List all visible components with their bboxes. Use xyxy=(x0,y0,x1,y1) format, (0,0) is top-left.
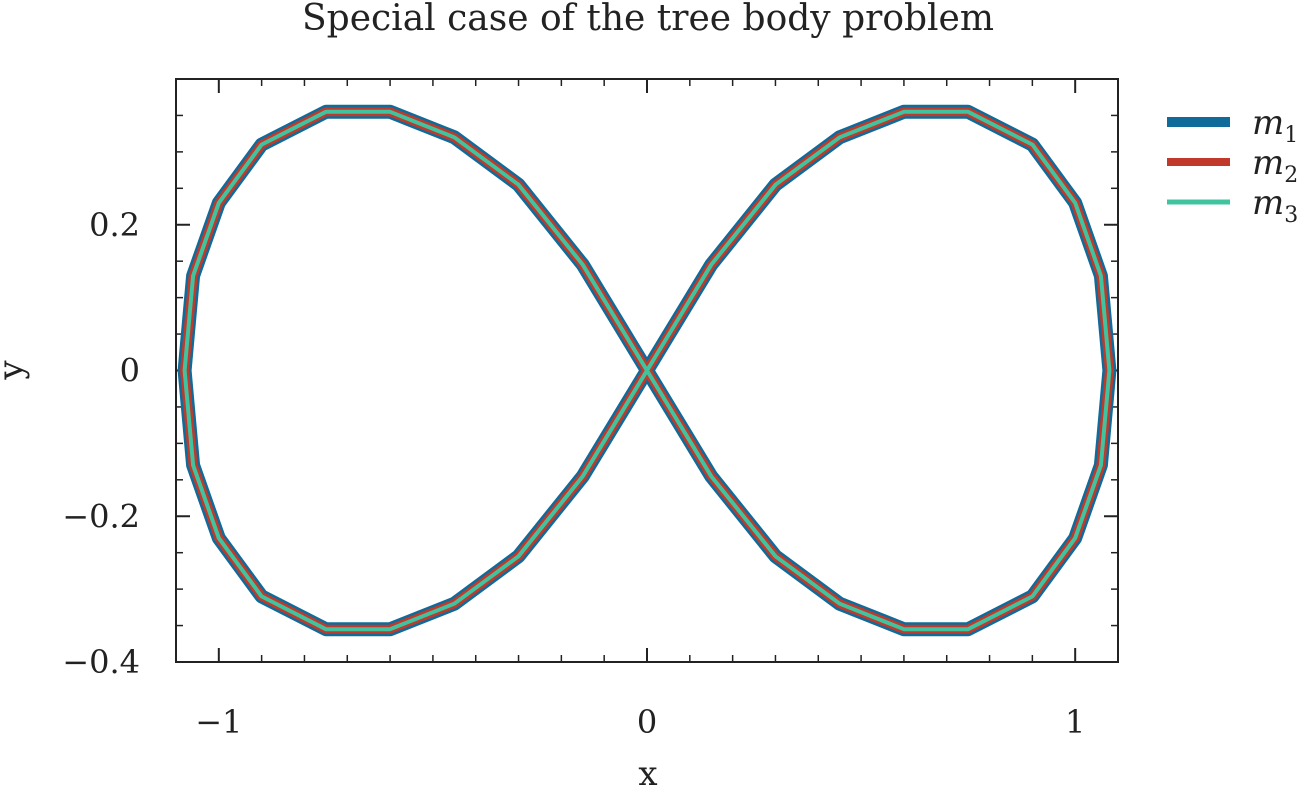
legend-label-subscript: 1 xyxy=(1284,123,1298,148)
chart-title: Special case of the tree body problem xyxy=(302,0,994,39)
x-tick-label: −1 xyxy=(195,703,242,741)
axis-tick-labels: −1 0 1 −0.4 −0.2 0 0.2 xyxy=(62,206,1085,741)
x-tick-label: 1 xyxy=(1065,703,1085,741)
y-tick-label: −0.2 xyxy=(62,497,140,535)
legend-label-subscript: 2 xyxy=(1284,163,1298,188)
series-lines xyxy=(177,104,1117,637)
series-line-m3 xyxy=(182,109,1112,632)
legend-label-subscript: 3 xyxy=(1284,203,1298,228)
y-tick-label: 0 xyxy=(120,352,140,390)
legend-label: m2 xyxy=(1252,143,1298,188)
legend-label: m1 xyxy=(1252,103,1298,148)
x-axis-label: x xyxy=(638,754,657,791)
x-tick-label: 0 xyxy=(637,703,657,741)
y-tick-label: 0.2 xyxy=(89,206,140,244)
legend-label: m3 xyxy=(1252,183,1298,228)
axis-ticks xyxy=(176,79,1118,663)
y-axis-label: y xyxy=(0,360,31,381)
y-tick-label: −0.4 xyxy=(62,643,140,681)
